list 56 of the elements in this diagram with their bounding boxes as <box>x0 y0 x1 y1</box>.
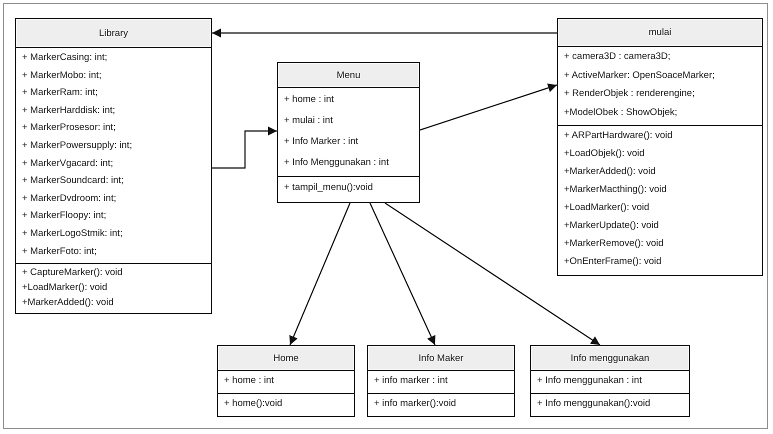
method: + Info menggunakan():void <box>537 397 652 411</box>
arrow <box>212 126 277 169</box>
class-box <box>557 18 763 276</box>
method: + home():void <box>224 397 284 411</box>
class-box <box>217 345 355 417</box>
attribute: + MarkerHarddisk: int; <box>22 104 116 118</box>
method: +MarkerRemove(): void <box>564 237 665 251</box>
attribute: + ActiveMarker: OpenSoaceMarker; <box>564 68 716 82</box>
method: + tampil_menu():void <box>284 181 374 195</box>
attribute: + MarkerProsesor: int; <box>22 121 117 136</box>
attribute: + MarkerCasing: int; <box>22 51 108 65</box>
method: + info marker():void <box>374 397 458 411</box>
method: +MarkerAdded(): void <box>564 165 657 179</box>
attribute: + MarkerVgacard: int; <box>22 156 114 171</box>
class-name: Info Maker <box>418 352 464 364</box>
attribute: + MarkerMobo: int; <box>22 68 102 83</box>
method: + ARPartHardware(): void <box>564 129 674 143</box>
attribute: + camera3D : camera3D; <box>564 50 672 64</box>
class-box <box>15 18 212 314</box>
arrow <box>420 84 558 131</box>
class-name: Home <box>273 352 299 364</box>
class-box <box>277 62 420 203</box>
attribute: + home : int <box>224 374 275 388</box>
class-name: mulai <box>648 27 672 38</box>
attribute: + Info Menggunakan : int <box>284 156 390 170</box>
attribute: +ModelObek : ShowObjek; <box>564 106 678 120</box>
attribute: + MarkerDvdroom: int; <box>22 192 118 206</box>
method: +LoadObjek(): void <box>564 147 646 161</box>
method: +LoadMarker(): void <box>22 281 108 296</box>
attribute: + MarkerRam: int; <box>22 86 99 100</box>
method: +MarkerUpdate(): void <box>564 219 660 233</box>
class-box <box>530 345 690 417</box>
attribute: + mulai : int <box>284 114 334 128</box>
arrow <box>369 202 436 346</box>
arrow <box>212 28 557 38</box>
attribute: + MarkerFoto: int; <box>22 244 98 259</box>
attribute: + RenderObjek : renderengine; <box>564 87 696 101</box>
attribute: + home : int <box>284 93 335 107</box>
attribute: + MarkerSoundcard: int; <box>22 174 125 188</box>
attribute: + MarkerFloopy: int; <box>22 209 108 224</box>
attribute: + MarkerLogoStmik: int; <box>22 226 124 241</box>
attribute: + Info menggunakan : int <box>537 374 643 388</box>
method: +MarkerAdded(): void <box>22 296 115 310</box>
method: +MarkerMacthing(): void <box>564 183 668 197</box>
method: +LoadMarker(): void <box>564 201 650 215</box>
attribute: + info marker : int <box>374 374 449 388</box>
arrow <box>289 202 351 346</box>
method: + CaptureMarker(): void <box>22 266 124 280</box>
attribute: + Info Marker : int <box>284 135 360 149</box>
attribute: + MarkerPowersupply: int; <box>22 138 134 153</box>
class-name: Library <box>98 28 128 38</box>
class-name: Info menggunakan <box>570 352 650 364</box>
arrow <box>384 202 600 346</box>
class-name: Menu <box>336 70 360 80</box>
class-box <box>367 345 515 417</box>
method: +OnEnterFrame(): void <box>564 255 662 269</box>
